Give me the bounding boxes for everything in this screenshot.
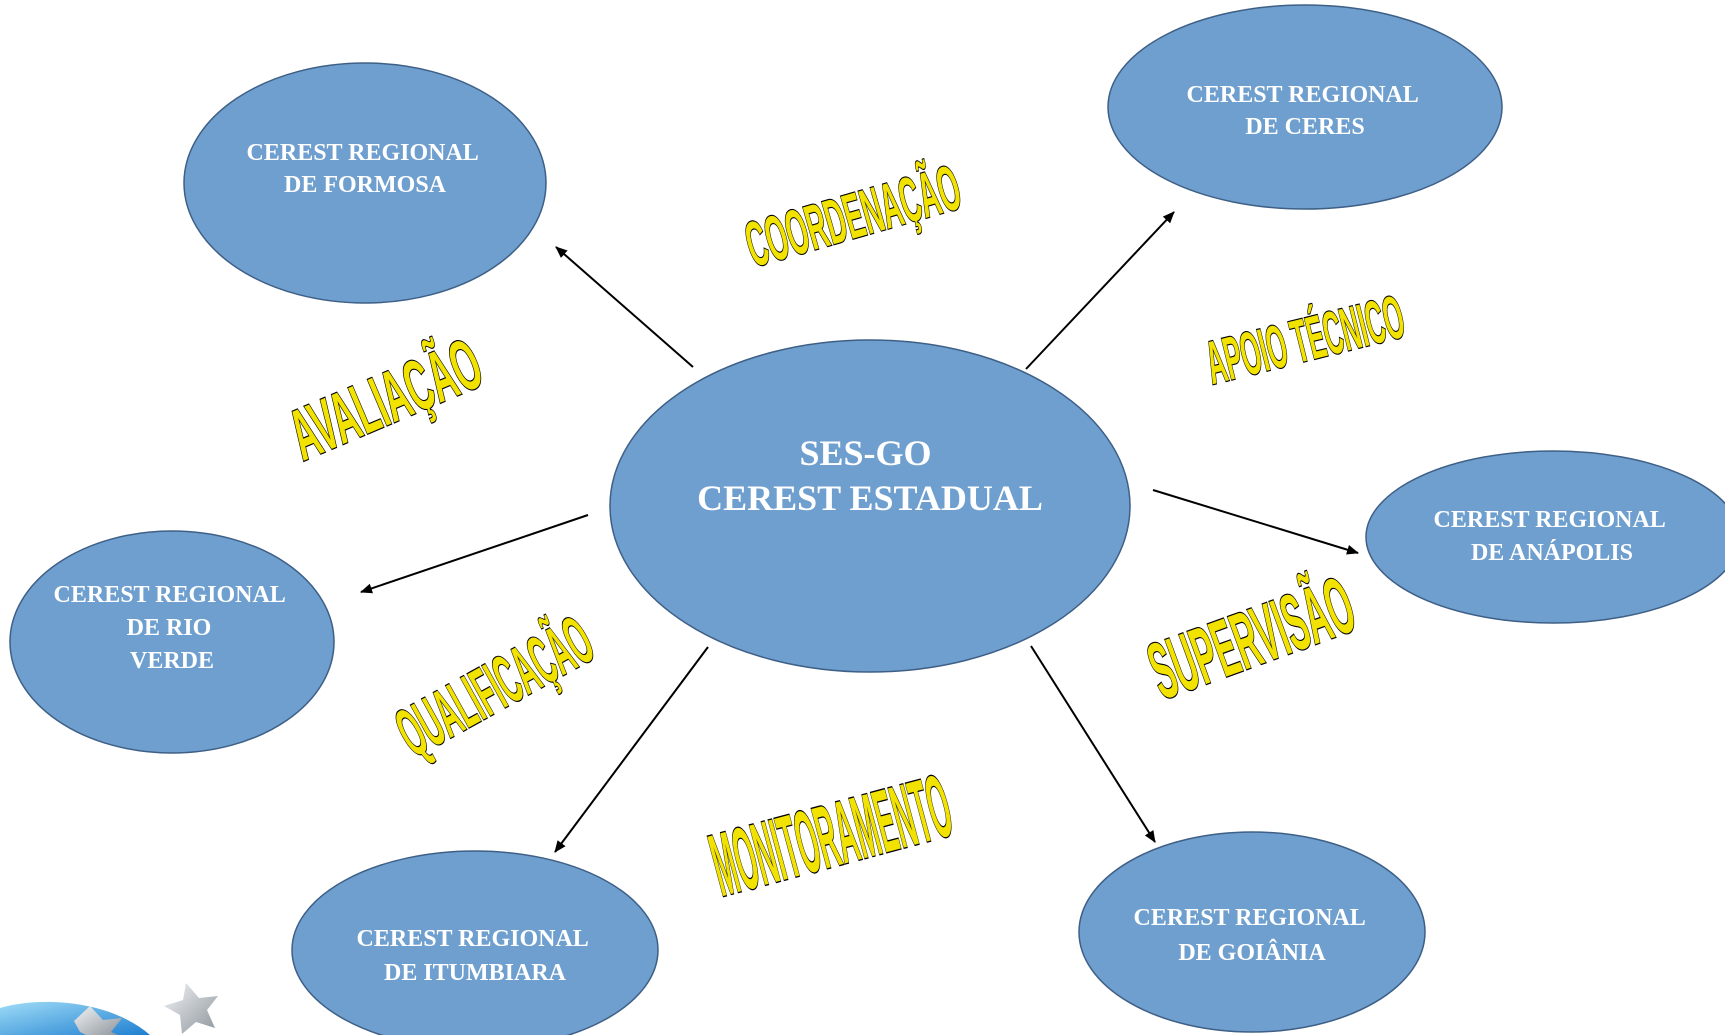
star-icon <box>164 983 218 1034</box>
svg-text:CEREST REGIONAL DE RIO: CEREST REGIONAL DE RIO VERDE <box>54 582 291 674</box>
svg-text:CEREST REGIONAL DE CERES: CEREST REGIONAL DE CERES <box>1187 82 1424 140</box>
arrow-to-anapolis <box>1152 489 1359 555</box>
function-label-qualificacao: QUALIFICAÇÃO <box>384 602 607 772</box>
corner-decoration <box>0 983 218 1035</box>
regional-node-anapolis: CEREST REGIONAL DE ANÁPOLIS <box>1365 450 1725 624</box>
function-label-coordenacao: COORDENAÇÃO <box>737 150 968 281</box>
regional-node-goiania: CEREST REGIONAL DE GOIÂNIA <box>1078 831 1426 1033</box>
arrow-to-goiania <box>1030 645 1156 843</box>
regional-node-formosa: CEREST REGIONAL DE FORMOSA <box>183 62 547 304</box>
star-icon <box>74 1006 122 1035</box>
regional-ellipse <box>1365 450 1725 624</box>
arrow-to-rio-verde <box>360 514 589 594</box>
regional-label-line: DE FORMOSA <box>284 172 447 198</box>
regional-ellipse <box>1107 4 1503 210</box>
regional-ellipse <box>291 850 659 1035</box>
regional-label-line: CEREST REGIONAL <box>247 140 478 166</box>
regional-label-line: CEREST REGIONAL <box>357 926 588 952</box>
regional-label-line: VERDE <box>130 648 214 674</box>
regional-label-line: DE ANÁPOLIS <box>1471 540 1633 566</box>
regional-ellipse <box>183 62 547 304</box>
regional-node-itumbiara: CEREST REGIONAL DE ITUMBIARA <box>291 850 659 1035</box>
regional-label-line: CEREST REGIONAL <box>54 582 285 608</box>
center-node: SES-GO CEREST ESTADUAL <box>609 339 1131 673</box>
regional-label-line: DE CERES <box>1245 114 1364 140</box>
regional-label-line: DE RIO <box>127 615 212 641</box>
center-ellipse <box>609 339 1131 673</box>
regional-ellipse <box>9 530 335 754</box>
arrow-to-formosa <box>555 246 694 368</box>
svg-text:SES-GO CEREST ESTADUAL: SES-GO CEREST ESTADUAL <box>697 433 1043 518</box>
function-label-monitoramento: MONITORAMENTO <box>700 755 961 915</box>
regional-node-rio-verde: CEREST REGIONAL DE RIO VERDE <box>9 530 335 754</box>
regional-label-line: DE ITUMBIARA <box>384 960 567 986</box>
regional-label-line: CEREST REGIONAL <box>1134 905 1365 931</box>
regional-node-ceres: CEREST REGIONAL DE CERES <box>1107 4 1503 210</box>
function-label-supervisao: SUPERVISÃO <box>1137 560 1366 717</box>
function-label-apoio-tecnico: APOIO TÉCNICO <box>1199 282 1411 397</box>
center-title-line2: CEREST ESTADUAL <box>697 478 1043 518</box>
svg-text:CEREST REGIONAL DE ANÁPO: CEREST REGIONAL DE ANÁPOLIS <box>1434 507 1671 566</box>
arrow-to-itumbiara <box>554 646 709 853</box>
swoosh-shape <box>0 1001 150 1035</box>
regional-ellipse <box>1078 831 1426 1033</box>
svg-text:CEREST REGIONAL DE GOIÂN: CEREST REGIONAL DE GOIÂNIA <box>1134 905 1371 966</box>
svg-text:CEREST REGIONAL DE FORMO: CEREST REGIONAL DE FORMOSA <box>247 140 484 198</box>
svg-text:CEREST REGIONAL DE ITUMB: CEREST REGIONAL DE ITUMBIARA <box>357 926 594 986</box>
regional-label-line: CEREST REGIONAL <box>1434 507 1665 533</box>
arrow-to-ceres <box>1025 211 1175 370</box>
regional-label-line: CEREST REGIONAL <box>1187 82 1418 108</box>
center-title-line1: SES-GO <box>799 433 931 473</box>
regional-label-line: DE GOIÂNIA <box>1178 939 1326 966</box>
function-label-avaliacao: AVALIAÇÃO <box>277 323 493 475</box>
